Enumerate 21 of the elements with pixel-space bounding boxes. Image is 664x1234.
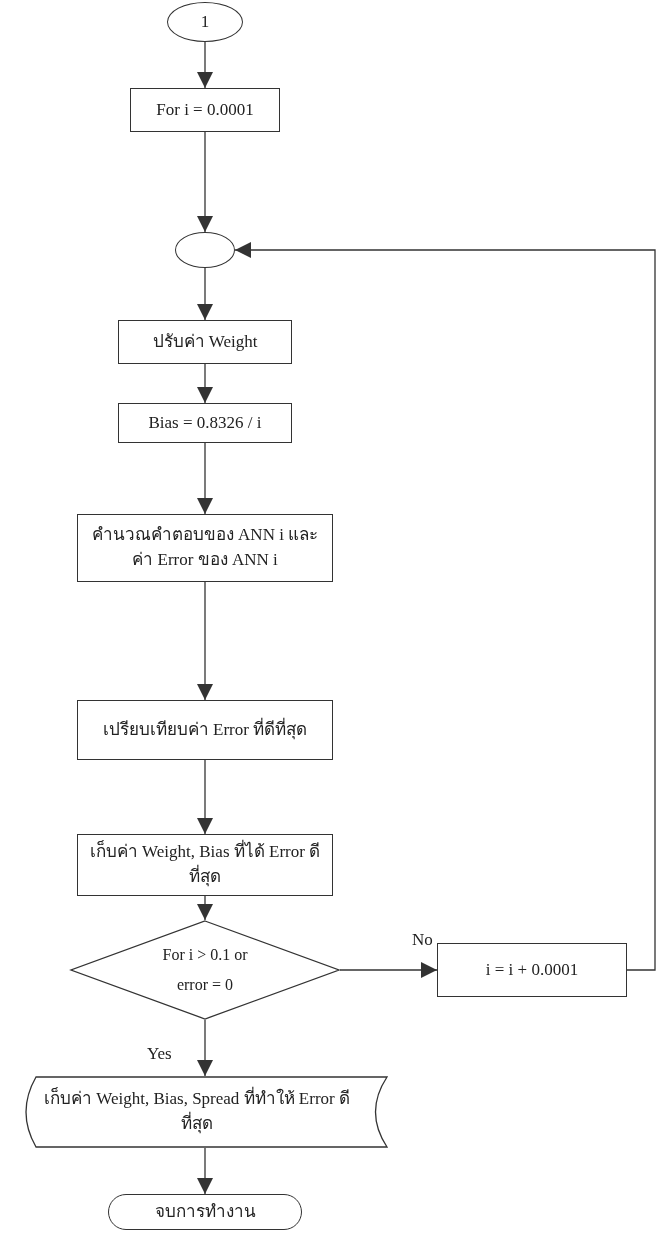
process-box: Bias = 0.8326 / i — [118, 403, 292, 443]
arrow — [234, 242, 656, 971]
arrow — [197, 363, 213, 404]
arrow — [197, 1147, 213, 1195]
process-box: เก็บค่า Weight, Bias ที่ได้ Error ดีที่สุด — [77, 834, 333, 896]
arrow — [197, 895, 213, 921]
arrow — [197, 41, 213, 89]
arrow — [197, 442, 213, 515]
process-box: ปรับค่า Weight — [118, 320, 292, 364]
process-box: For i = 0.0001 — [130, 88, 280, 132]
arrow — [197, 581, 213, 701]
arrow — [339, 962, 438, 978]
arrow — [197, 759, 213, 835]
process-box: i = i + 0.0001 — [437, 943, 627, 997]
process-box: เปรียบเทียบค่า Error ที่ดีที่สุด — [77, 700, 333, 760]
arrow — [197, 267, 213, 321]
arrow — [197, 1019, 213, 1077]
decision-diamond: For i > 0.1 or error = 0 — [70, 920, 340, 1020]
arrow — [197, 131, 213, 233]
display-shape: เก็บค่า Weight, Bias, Spread ที่ทำให้ Error ดีที่สุด — [22, 1076, 388, 1148]
process-box: คำนวณคำตอบของ ANN i และค่า Error ของ ANN i — [77, 514, 333, 582]
